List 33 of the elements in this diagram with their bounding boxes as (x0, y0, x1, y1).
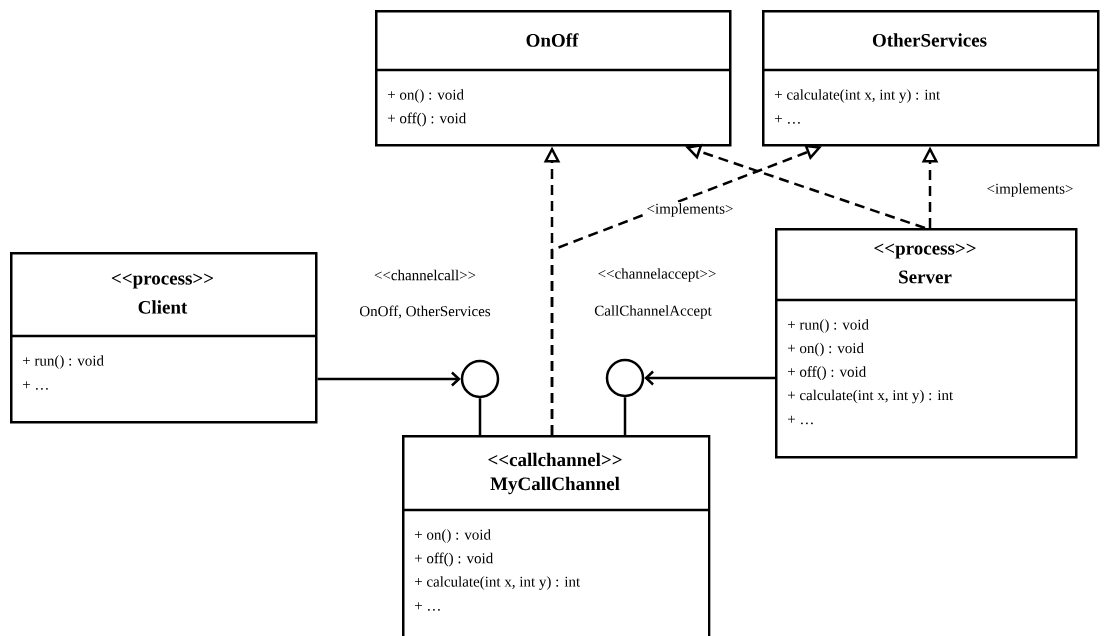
edge-label: <implements> (985, 182, 1075, 198)
method-text: + run() : void (22, 355, 104, 369)
interface-label: <<channelaccept>> (598, 268, 716, 282)
stereotype-label: <<callchannel>> (488, 452, 622, 467)
interface-label: OnOff, OtherServices (359, 305, 491, 319)
connector-line (623, 397, 627, 435)
connector-line (478, 398, 482, 435)
class-name: OtherServices (872, 33, 987, 47)
arrow (317, 371, 461, 387)
class-name: Server (899, 270, 952, 284)
class-name: OnOff (526, 33, 579, 47)
method-text: + … (414, 602, 440, 611)
arrow (644, 370, 775, 386)
interface-label: CallChannelAccept (594, 305, 712, 319)
method-text: + on() : void (414, 529, 491, 543)
method-text: + … (774, 115, 800, 124)
method-text: + … (22, 381, 48, 390)
class-name: MyCallChannel (490, 476, 620, 495)
method-text: + on() : void (387, 89, 464, 103)
stereotype-label: <<process>> (874, 243, 976, 259)
method-text: + calculate(int x, int y) : int (774, 89, 941, 103)
stereotype-label: <<process>> (111, 273, 214, 289)
interface-label: <<channelcall>> (374, 269, 476, 281)
class-name: Client (138, 300, 188, 314)
method-text: + off() : void (387, 112, 466, 127)
method-text: + on() : void (787, 342, 864, 357)
method-text: + calculate(int x, int y) : int (787, 389, 954, 404)
method-text: + off() : void (414, 552, 493, 567)
method-text: + calculate(int x, int y) : int (414, 576, 581, 590)
edge-label: <implements> (645, 202, 735, 218)
method-text: + run() : void (787, 319, 869, 333)
method-text: + … (787, 415, 813, 425)
method-text: + off() : void (787, 366, 866, 380)
